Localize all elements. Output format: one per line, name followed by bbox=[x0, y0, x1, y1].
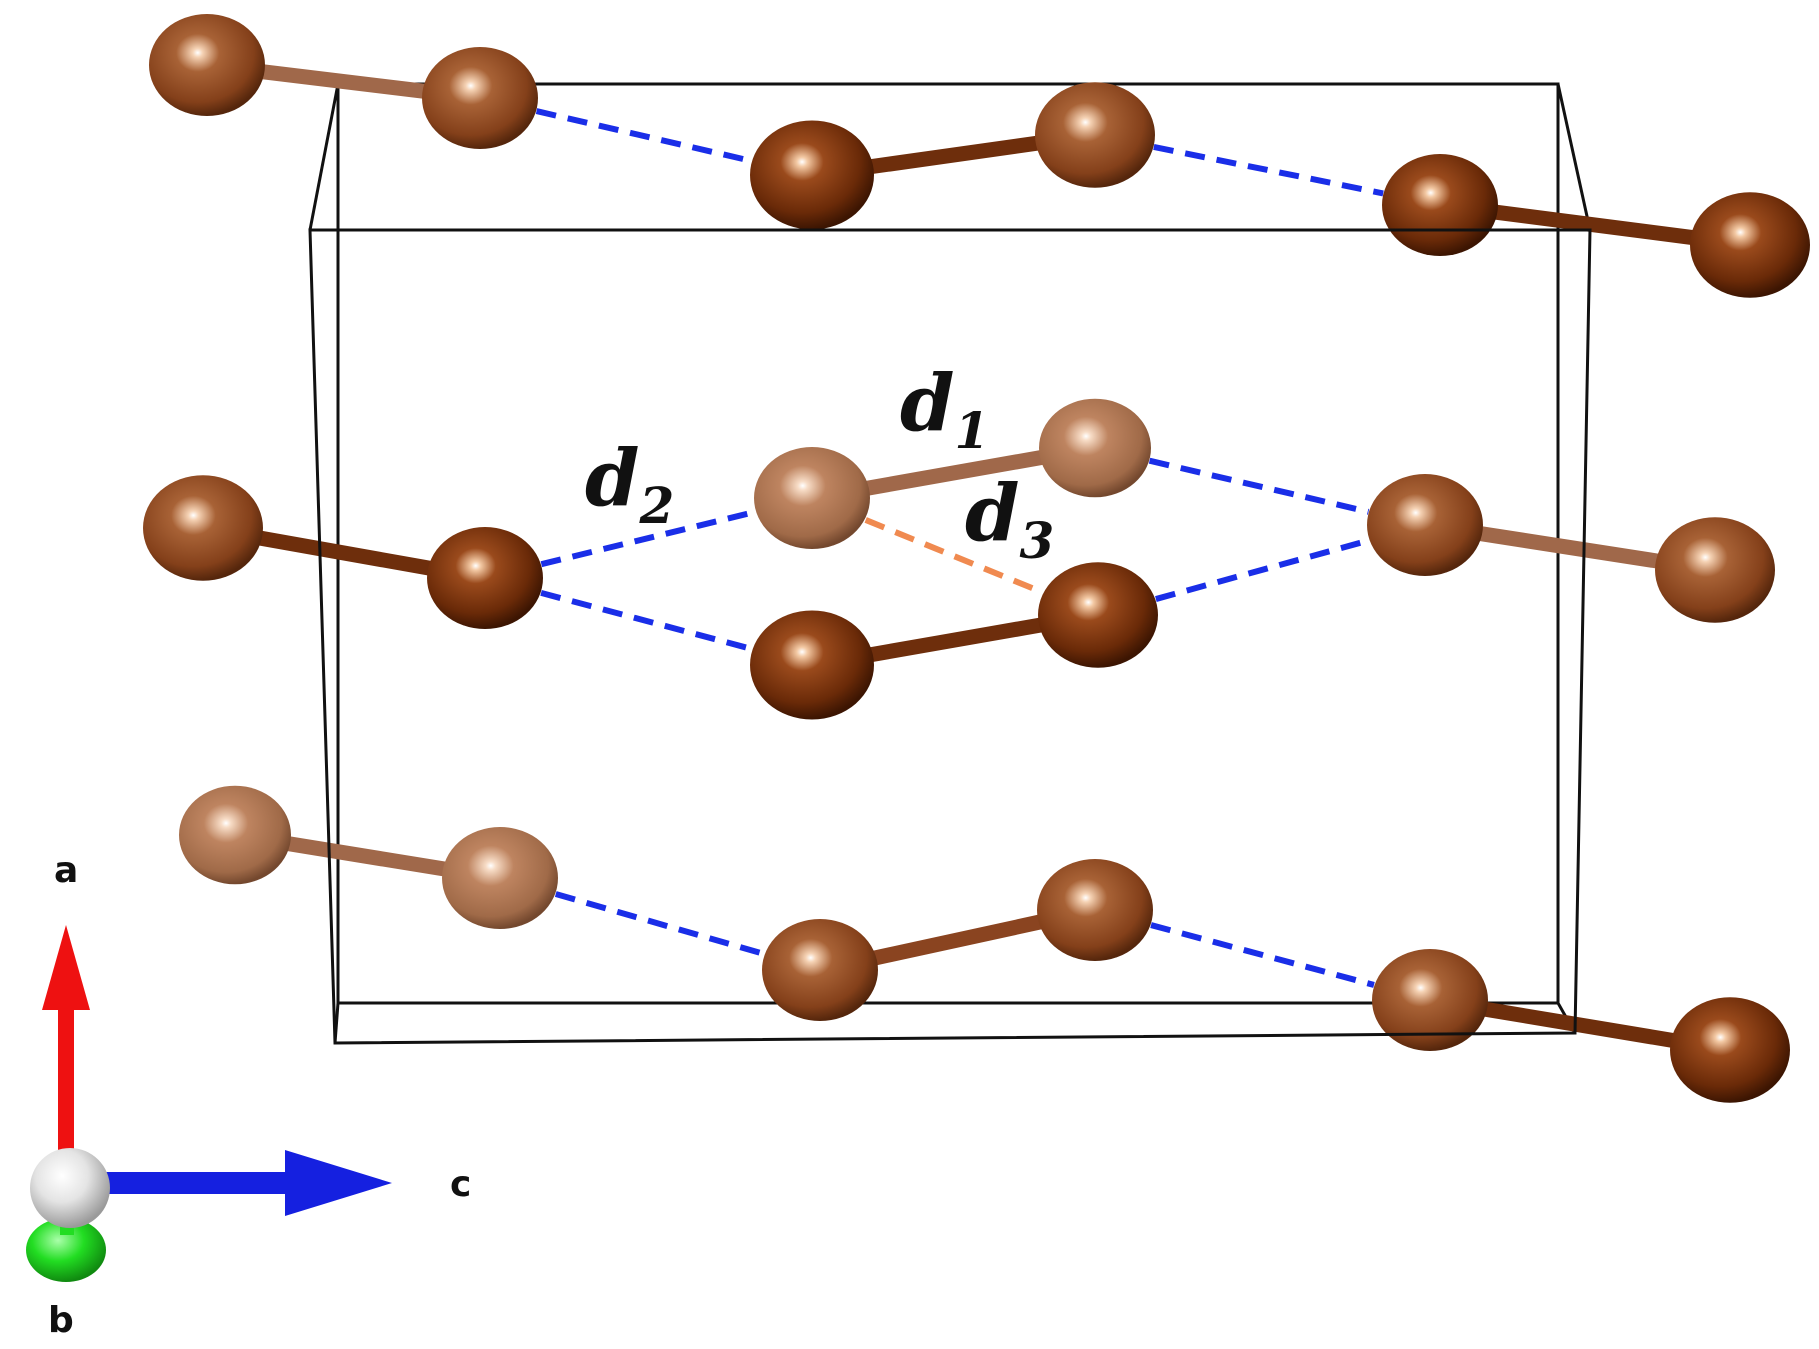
axis-c-shaft bbox=[90, 1172, 300, 1194]
atom-m4 bbox=[1039, 398, 1151, 498]
atom-b6 bbox=[1670, 997, 1790, 1103]
atom-b1 bbox=[179, 785, 291, 885]
interchain-contact-5 bbox=[1155, 537, 1370, 602]
axis-a-arrowhead bbox=[42, 925, 90, 1010]
distance-label-d1: d1 bbox=[900, 358, 989, 460]
axis-label-b: b bbox=[48, 1300, 74, 1341]
axis-origin-ball bbox=[30, 1148, 110, 1228]
atom-n2 bbox=[1038, 562, 1158, 668]
atom-m5 bbox=[1367, 473, 1483, 577]
distance-label-d3: d3 bbox=[965, 468, 1054, 570]
atom-t6 bbox=[1690, 192, 1810, 298]
atom-b3 bbox=[762, 918, 878, 1022]
atom-b2 bbox=[442, 826, 558, 930]
atom-t5 bbox=[1382, 153, 1498, 257]
atom-m6 bbox=[1655, 517, 1775, 623]
atom-t2 bbox=[422, 46, 538, 150]
interchain-contact-0 bbox=[535, 108, 753, 164]
axis-c-arrowhead bbox=[285, 1150, 392, 1216]
axis-triad: a b c bbox=[26, 850, 471, 1341]
axis-b-marker bbox=[26, 1218, 106, 1282]
atom-m2 bbox=[427, 526, 543, 630]
atom-t4 bbox=[1035, 82, 1155, 188]
interchain-contact-8 bbox=[1150, 922, 1375, 988]
axis-a-shaft bbox=[58, 990, 74, 1160]
axis-label-c: c bbox=[450, 1164, 471, 1205]
interchain-contact-1 bbox=[1153, 143, 1384, 197]
atom-b4 bbox=[1037, 858, 1153, 962]
interchain-contact-2 bbox=[540, 508, 757, 568]
interchain-contact-4 bbox=[1148, 457, 1370, 515]
distance-label-d2: d2 bbox=[585, 433, 674, 535]
atom-m1 bbox=[143, 475, 263, 581]
atom-t3 bbox=[750, 120, 874, 230]
unit-cell-front bbox=[308, 228, 1592, 1045]
interchain-contact-3 bbox=[540, 590, 753, 652]
atom-n1 bbox=[750, 610, 874, 720]
atom-b5 bbox=[1372, 948, 1488, 1052]
atoms-layer bbox=[143, 13, 1810, 1103]
interchain-contact-7 bbox=[554, 891, 766, 957]
contacts-layer bbox=[535, 108, 1384, 988]
atom-m3 bbox=[754, 446, 870, 550]
axis-label-a: a bbox=[54, 850, 78, 891]
atom-t1 bbox=[149, 13, 265, 117]
